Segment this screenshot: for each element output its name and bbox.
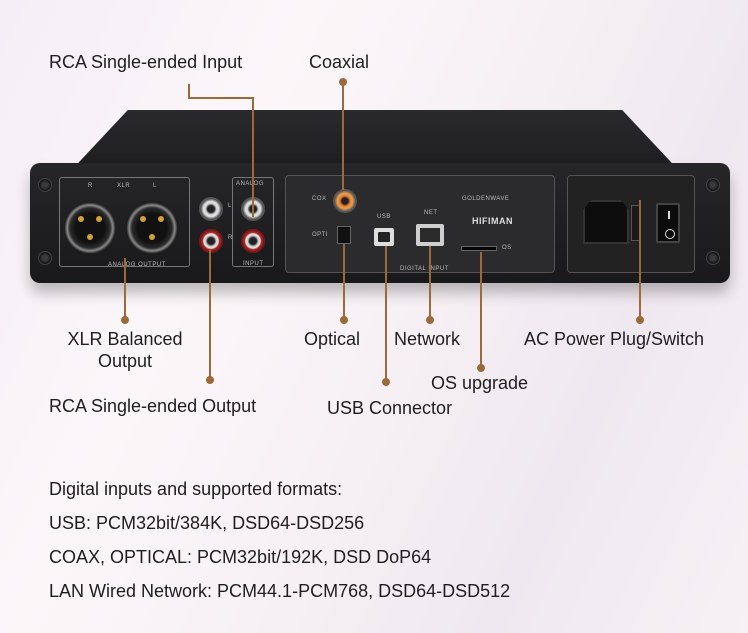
coaxial-jack — [333, 189, 357, 213]
callout-line — [252, 97, 254, 217]
os-upgrade-slot — [461, 246, 497, 251]
callout-dot — [121, 316, 129, 324]
callout-dot — [477, 364, 485, 372]
xlr-l-connector — [126, 202, 178, 254]
callout-line — [124, 258, 126, 320]
specs-usb: USB: PCM32bit/384K, DSD64-DSD256 — [49, 513, 365, 533]
hifiman-logo: HIFIMAN — [472, 216, 513, 226]
callout-line — [342, 80, 344, 190]
channel-r-label: R — [228, 235, 233, 241]
xlr-callout-line2: Output — [97, 351, 153, 371]
power-switch — [656, 203, 680, 243]
optical-callout: Optical — [304, 329, 361, 349]
xlr-callout: XLR Balanced Output — [45, 328, 205, 372]
callout-line — [639, 200, 641, 320]
specs-coax: COAX, OPTICAL: PCM32bit/192K, DSD DoP64 — [49, 547, 432, 567]
callout-line — [188, 97, 254, 99]
callout-line — [480, 252, 482, 368]
callout-dot — [340, 316, 348, 324]
usb-label: USB — [377, 214, 391, 220]
callout-line — [429, 246, 431, 320]
analog-output-label: ANALOG OUTPUT — [108, 262, 166, 268]
ac-power-plug — [583, 200, 629, 244]
screw-icon — [706, 251, 720, 265]
callout-dot — [426, 316, 434, 324]
usb-port — [374, 228, 394, 246]
xlr-label: XLR — [117, 183, 131, 189]
rca-input-r-jack — [241, 229, 265, 253]
screw-icon — [38, 178, 52, 192]
xlr-r-connector — [64, 202, 116, 254]
goldenwave-label: GOLDENWAVE — [462, 196, 510, 202]
callout-line — [209, 250, 211, 380]
analog-label: ANALOG — [236, 181, 265, 187]
usb-callout: USB Connector — [327, 398, 453, 418]
xlr-r-label: R — [88, 183, 93, 189]
os-upgrade-callout: OS upgrade — [431, 373, 529, 393]
coaxial-callout: Coaxial — [309, 52, 370, 72]
callout-dot — [636, 316, 644, 324]
net-label: NET — [424, 210, 438, 216]
specs-lan: LAN Wired Network: PCM44.1-PCM768, DSD64… — [49, 581, 511, 601]
rca-output-r-jack — [199, 229, 223, 253]
rca-output-l-jack — [199, 197, 223, 221]
xlr-callout-line1: XLR Balanced — [67, 329, 183, 349]
callout-line — [385, 246, 387, 382]
screw-icon — [38, 251, 52, 265]
callout-line — [343, 244, 345, 320]
coax-label: COX — [312, 196, 327, 202]
rca-output-callout: RCA Single-ended Output — [49, 396, 257, 416]
network-callout: Network — [394, 329, 461, 349]
callout-dot — [206, 376, 214, 384]
digital-input-label: DIGITAL INPUT — [400, 266, 449, 272]
rca-input-callout: RCA Single-ended Input — [49, 52, 243, 72]
xlr-l-label: L — [153, 183, 157, 189]
callout-dot — [339, 78, 347, 86]
input-label: INPUT — [243, 261, 264, 267]
optical-port — [337, 226, 351, 244]
callout-dot — [382, 378, 390, 386]
callout-line — [188, 84, 190, 98]
ac-power-callout: AC Power Plug/Switch — [524, 329, 705, 349]
os-label: OS — [502, 245, 512, 251]
network-port — [416, 224, 444, 246]
opti-label: OPTI — [312, 232, 329, 238]
specs-heading: Digital inputs and supported formats: — [49, 479, 343, 499]
screw-icon — [706, 178, 720, 192]
channel-l-label: L — [228, 203, 232, 209]
